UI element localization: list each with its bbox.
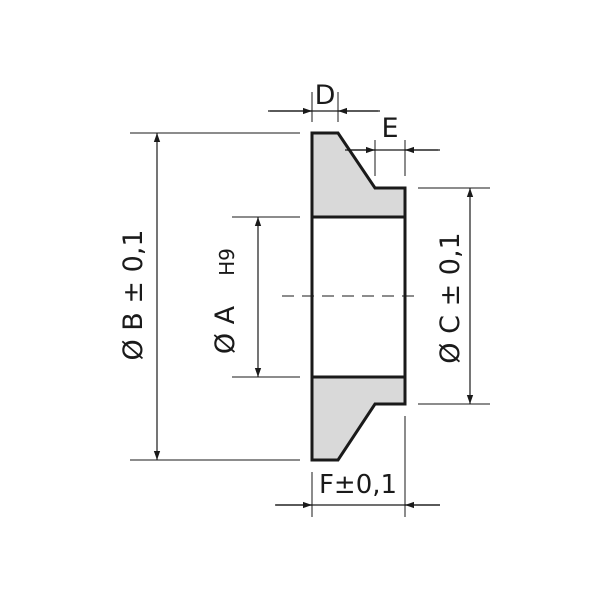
- flange-upper-section: [310, 131, 407, 219]
- label-b: Ø B ± 0,1: [118, 229, 149, 360]
- label-a-tolerance: H9: [215, 248, 239, 276]
- extension-lines: [130, 92, 490, 517]
- label-a: Ø A: [210, 305, 241, 354]
- label-c: Ø C ± 0,1: [435, 232, 466, 363]
- bore-outline: [310, 217, 407, 377]
- label-d: D: [315, 80, 336, 111]
- label-e: E: [381, 113, 398, 144]
- label-f: F±0,1: [319, 470, 397, 500]
- flange-lower-section: [310, 375, 407, 462]
